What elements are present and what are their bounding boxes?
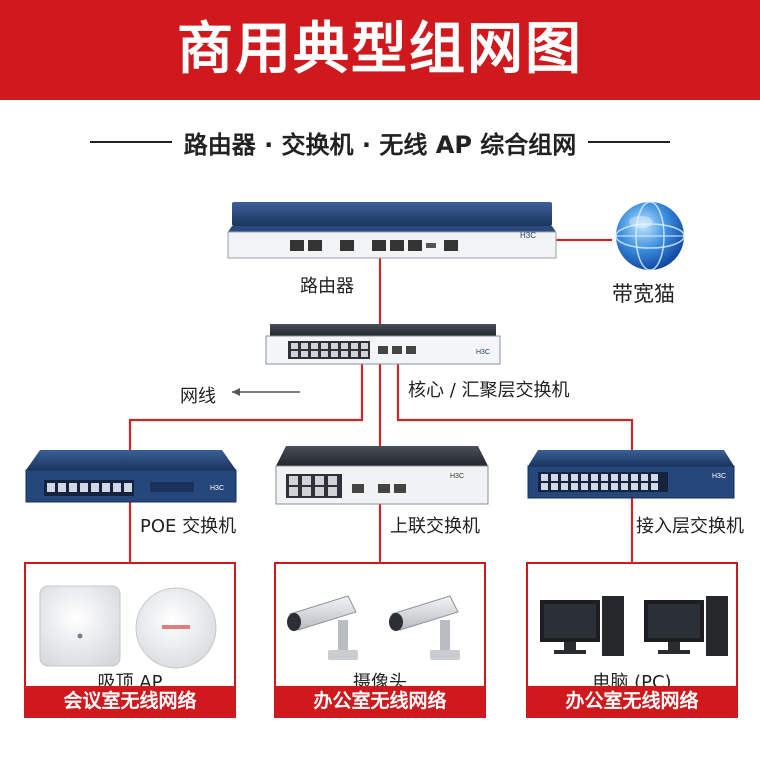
card-office-pc-footer: 办公室无线网络 [528,686,736,716]
core-switch-brand: H3C [476,349,490,356]
card-office-camera: 摄像头 办公室无线网络 [274,562,486,718]
uplink-switch-brand: H3C [450,473,464,480]
access-switch-device: H3C [527,450,735,499]
subtitle-right-rule [588,141,670,143]
ceiling-ap-icon [39,585,217,669]
router-device: H3C [227,202,557,259]
subtitle-row: 路由器 · 交换机 · 无线 AP 综合组网 [90,122,670,162]
card-meeting-room-footer: 会议室无线网络 [26,686,234,716]
subtitle-left-rule [90,141,172,143]
wire-core-access [396,362,634,452]
card-office-camera-footer: 办公室无线网络 [276,686,484,716]
card-office-pc: 电脑 (PC) 办公室无线网络 [526,562,738,718]
access-switch-label: 接入层交换机 [636,516,744,537]
cable-label: 网线 [180,386,216,407]
modem-label: 带宽猫 [612,282,675,306]
header-banner [0,0,760,100]
computer-icon [540,596,728,656]
poe-switch-brand: H3C [210,485,224,492]
cable-pointer-arrow [232,388,240,396]
card-meeting-room: 吸顶 AP 会议室无线网络 [24,562,236,718]
core-switch-device: H3C [265,324,501,365]
wire-core-poe [128,362,364,452]
page-title: 商用典型组网图 [177,17,583,82]
uplink-switch-device: H3C [275,446,489,505]
poe-switch-device: H3C [25,450,237,503]
modem-globe-icon [615,201,685,271]
poe-switch-label: POE 交换机 [140,516,237,537]
router-brand: H3C [520,231,536,240]
core-switch-label: 核心 / 汇聚层交换机 [408,380,570,401]
access-switch-brand: H3C [712,473,726,480]
subtitle: 路由器 · 交换机 · 无线 AP 综合组网 [183,130,577,159]
router-label: 路由器 [300,276,354,297]
camera-icon [287,595,460,660]
uplink-switch-label: 上联交换机 [390,516,480,537]
